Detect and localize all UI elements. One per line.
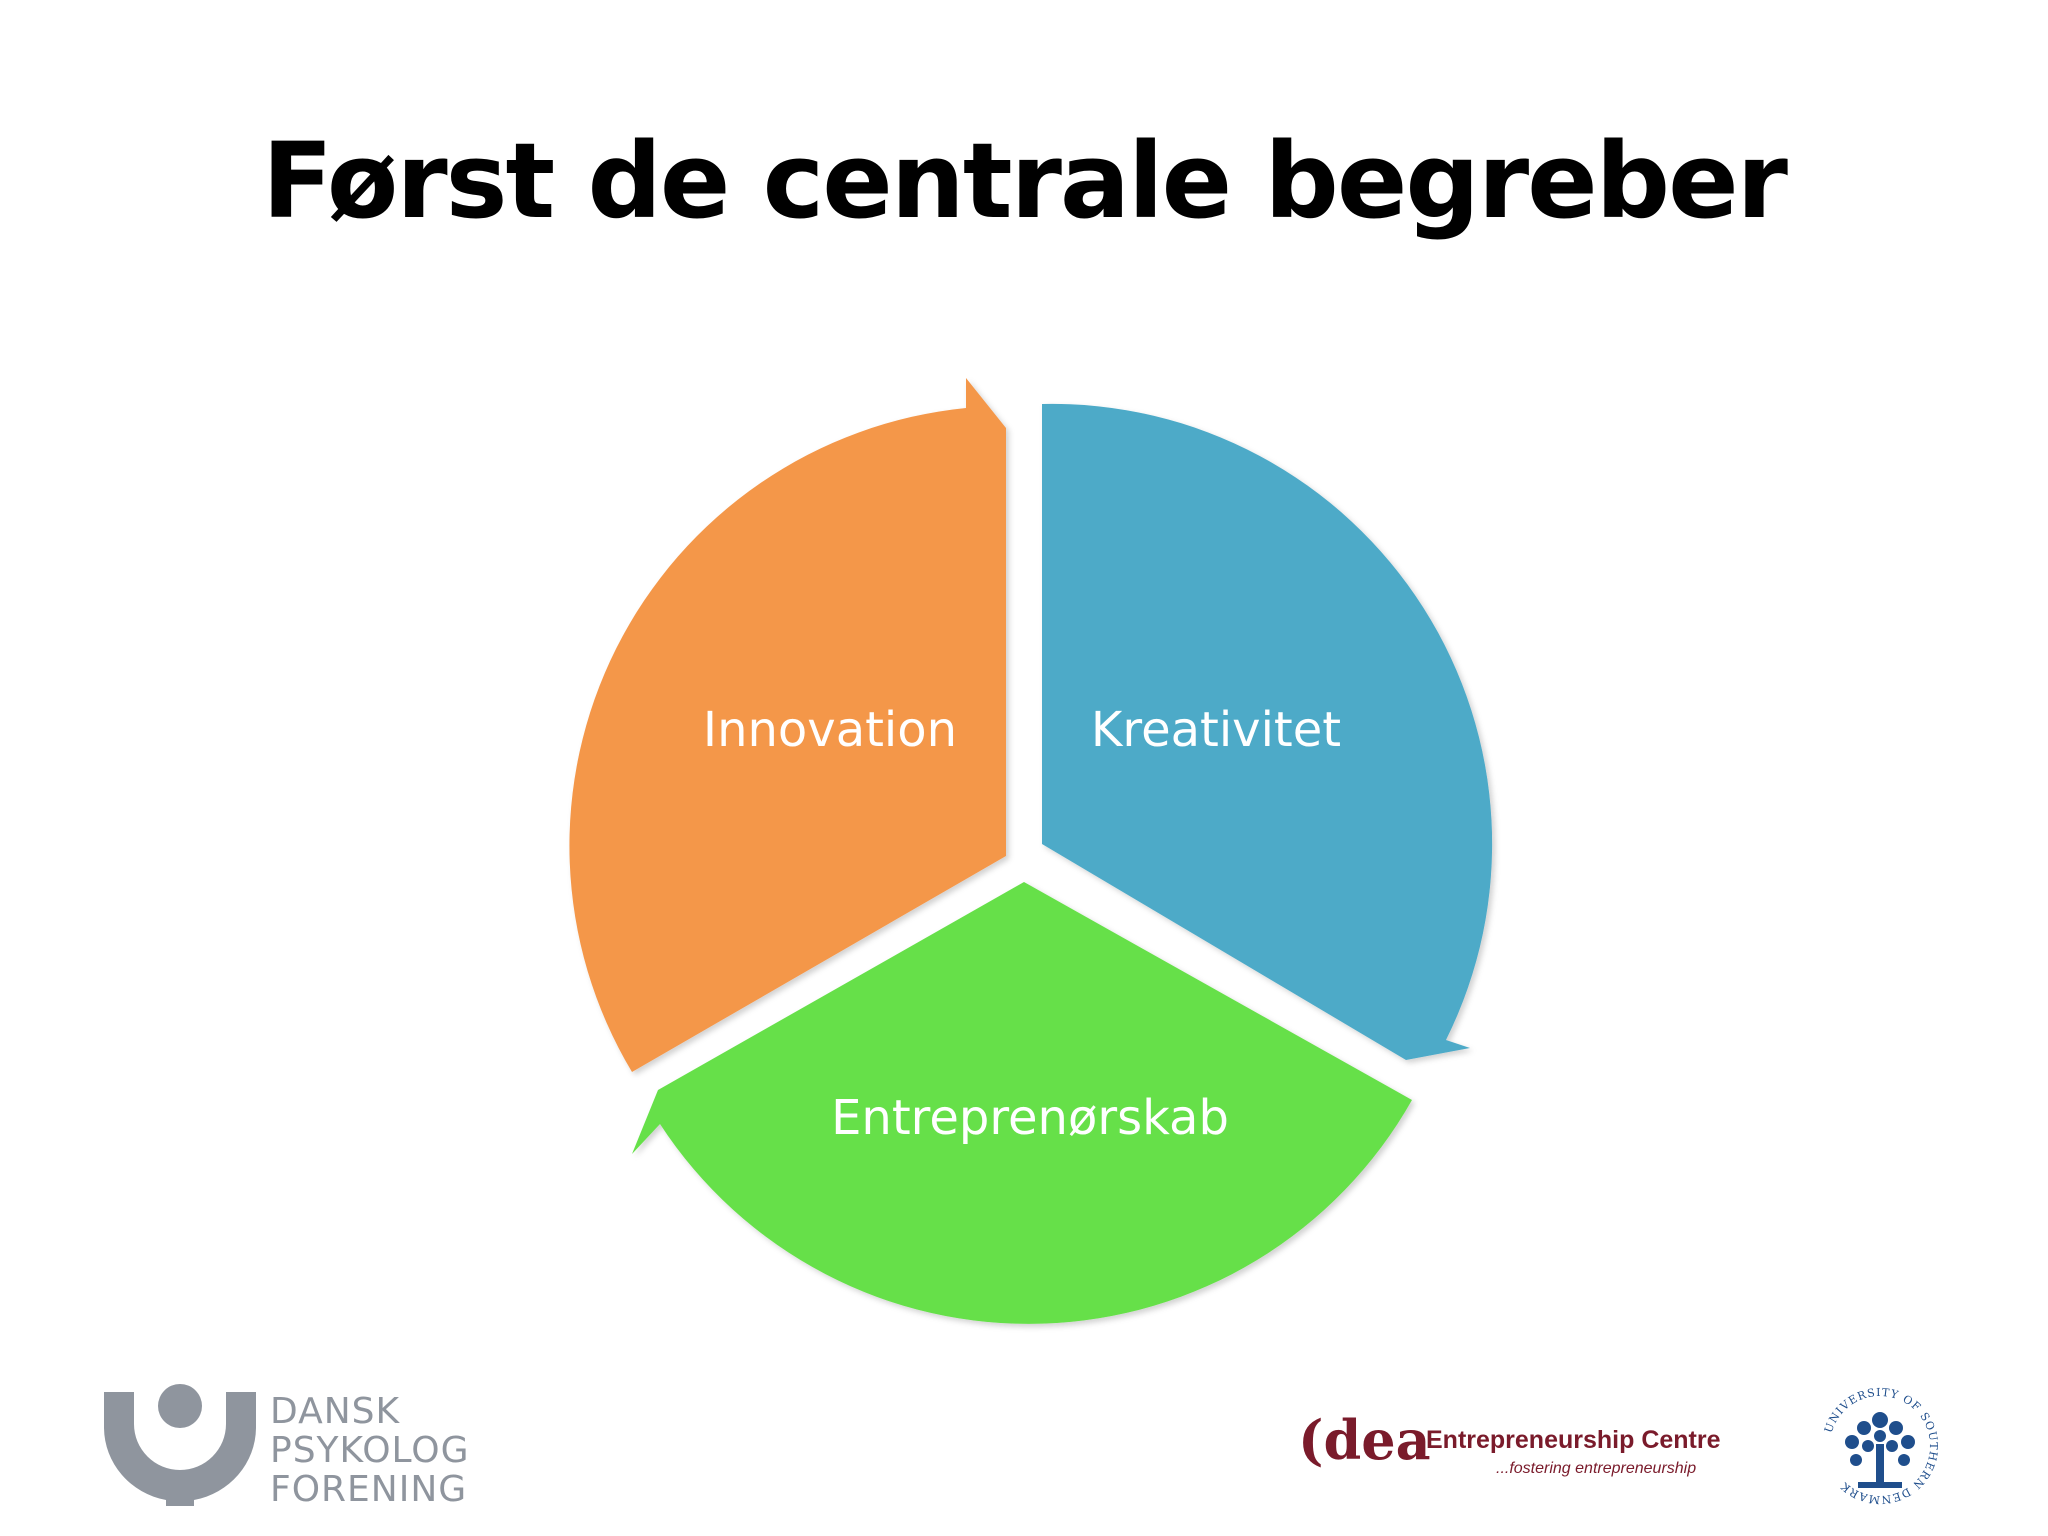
sdu-seal-logo-icon: UNIVERSITY OF SOUTHERN DENMARK: [1822, 1386, 1939, 1506]
segment-label-innovation: Innovation: [703, 702, 957, 758]
idea-wordmark: (dea: [1298, 1408, 1431, 1472]
sdu-tree-icon: [1845, 1412, 1915, 1488]
dansk-psykolog-forening-wordmark: DANSK PSYKOLOG FORENING: [270, 1392, 470, 1509]
dpf-line-2: PSYKOLOG: [270, 1430, 470, 1471]
segment-label-entreprenorskab: Entreprenørskab: [831, 1090, 1229, 1146]
entrepreneurship-centre-tagline: ...fostering entrepreneurship: [1496, 1460, 1697, 1477]
dpf-line-3: FORENING: [270, 1469, 468, 1510]
dpf-line-1: DANSK: [270, 1391, 401, 1432]
entrepreneurship-centre-name: Entrepreneurship Centre: [1426, 1426, 1721, 1454]
slide-title: Først de centrale begreber: [262, 120, 1788, 242]
segment-label-kreativitet: Kreativitet: [1091, 702, 1341, 758]
cycle-segment-entreprenorskab: [632, 882, 1412, 1324]
cycle-segment-kreativitet: [1042, 403, 1493, 1060]
cycle-segment-innovation: [569, 378, 1006, 1072]
dansk-psykolog-forening-logo-icon: [104, 1384, 256, 1506]
